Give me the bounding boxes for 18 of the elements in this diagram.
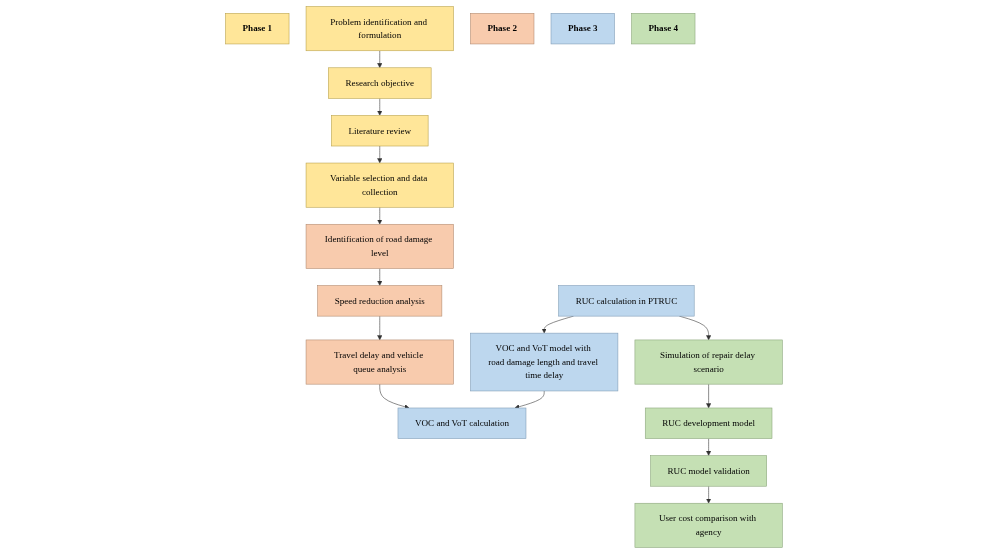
- node-box: VOC and VoT model with road damage length and travel time delay: [470, 332, 619, 392]
- node-box: User cost comparison with agency: [634, 502, 783, 548]
- node-box: Variable selection and data collection: [305, 162, 454, 208]
- node-box: Phase 2: [470, 13, 535, 45]
- node-box: RUC development model: [645, 407, 773, 439]
- node-box: RUC calculation in PTRUC: [558, 285, 695, 317]
- node-box: Simulation of repair delay scenario: [634, 339, 783, 385]
- node-box: Research objective: [328, 67, 432, 99]
- node-box: Phase 4: [631, 13, 696, 45]
- node-box: Travel delay and vehicle queue analysis: [305, 339, 454, 385]
- node-box: Problem identification and formulation: [305, 6, 454, 52]
- node-box: Phase 1: [225, 13, 290, 45]
- node-box: Literature review: [331, 115, 429, 147]
- node-box: Identification of road damage level: [305, 224, 454, 269]
- node-box: VOC and VoT calculation: [397, 407, 527, 439]
- node-box: Speed reduction analysis: [317, 285, 443, 317]
- node-box: RUC model validation: [650, 455, 768, 487]
- node-box: Phase 3: [550, 13, 615, 45]
